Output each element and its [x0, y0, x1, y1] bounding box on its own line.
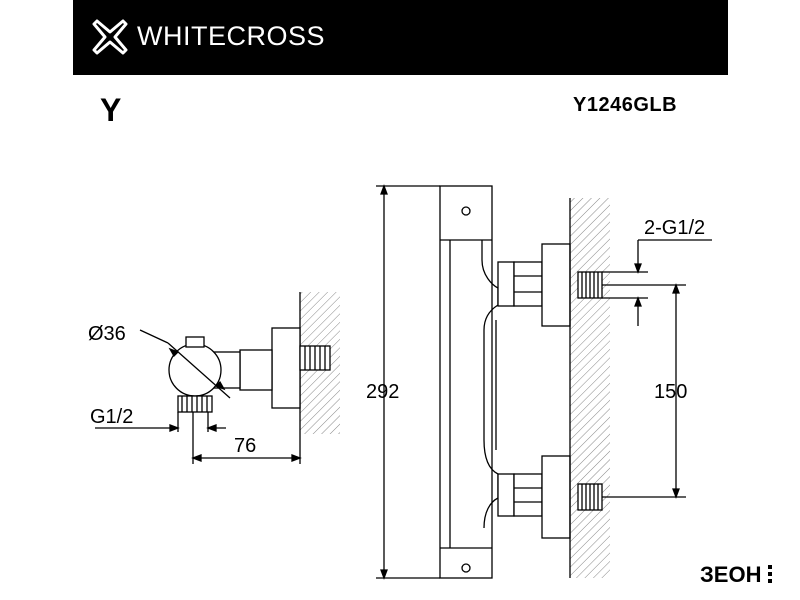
dim-inlet-thread: G1/2: [90, 406, 133, 428]
model-code: Y1246GLB: [573, 94, 678, 116]
store-mark-text: ЗЕОН: [700, 562, 761, 587]
cross-x-icon: [92, 19, 128, 55]
brand-header: WHITECROSS: [73, 0, 728, 75]
dim-center-distance: 150: [654, 381, 687, 403]
front-wall-hatch: [570, 198, 610, 578]
series-letter: Y: [100, 92, 122, 128]
dim-body-diameter: Ø36: [88, 323, 126, 345]
dim-depth: 76: [234, 435, 256, 457]
store-logo-icon: ЗЕОН: [700, 562, 772, 587]
side-view: [95, 292, 340, 464]
dim-height: 292: [366, 381, 399, 403]
dim-connector-thread: 2-G1/2: [644, 217, 705, 239]
brand-name: WHITECROSS: [137, 21, 326, 51]
front-view: [376, 184, 712, 580]
